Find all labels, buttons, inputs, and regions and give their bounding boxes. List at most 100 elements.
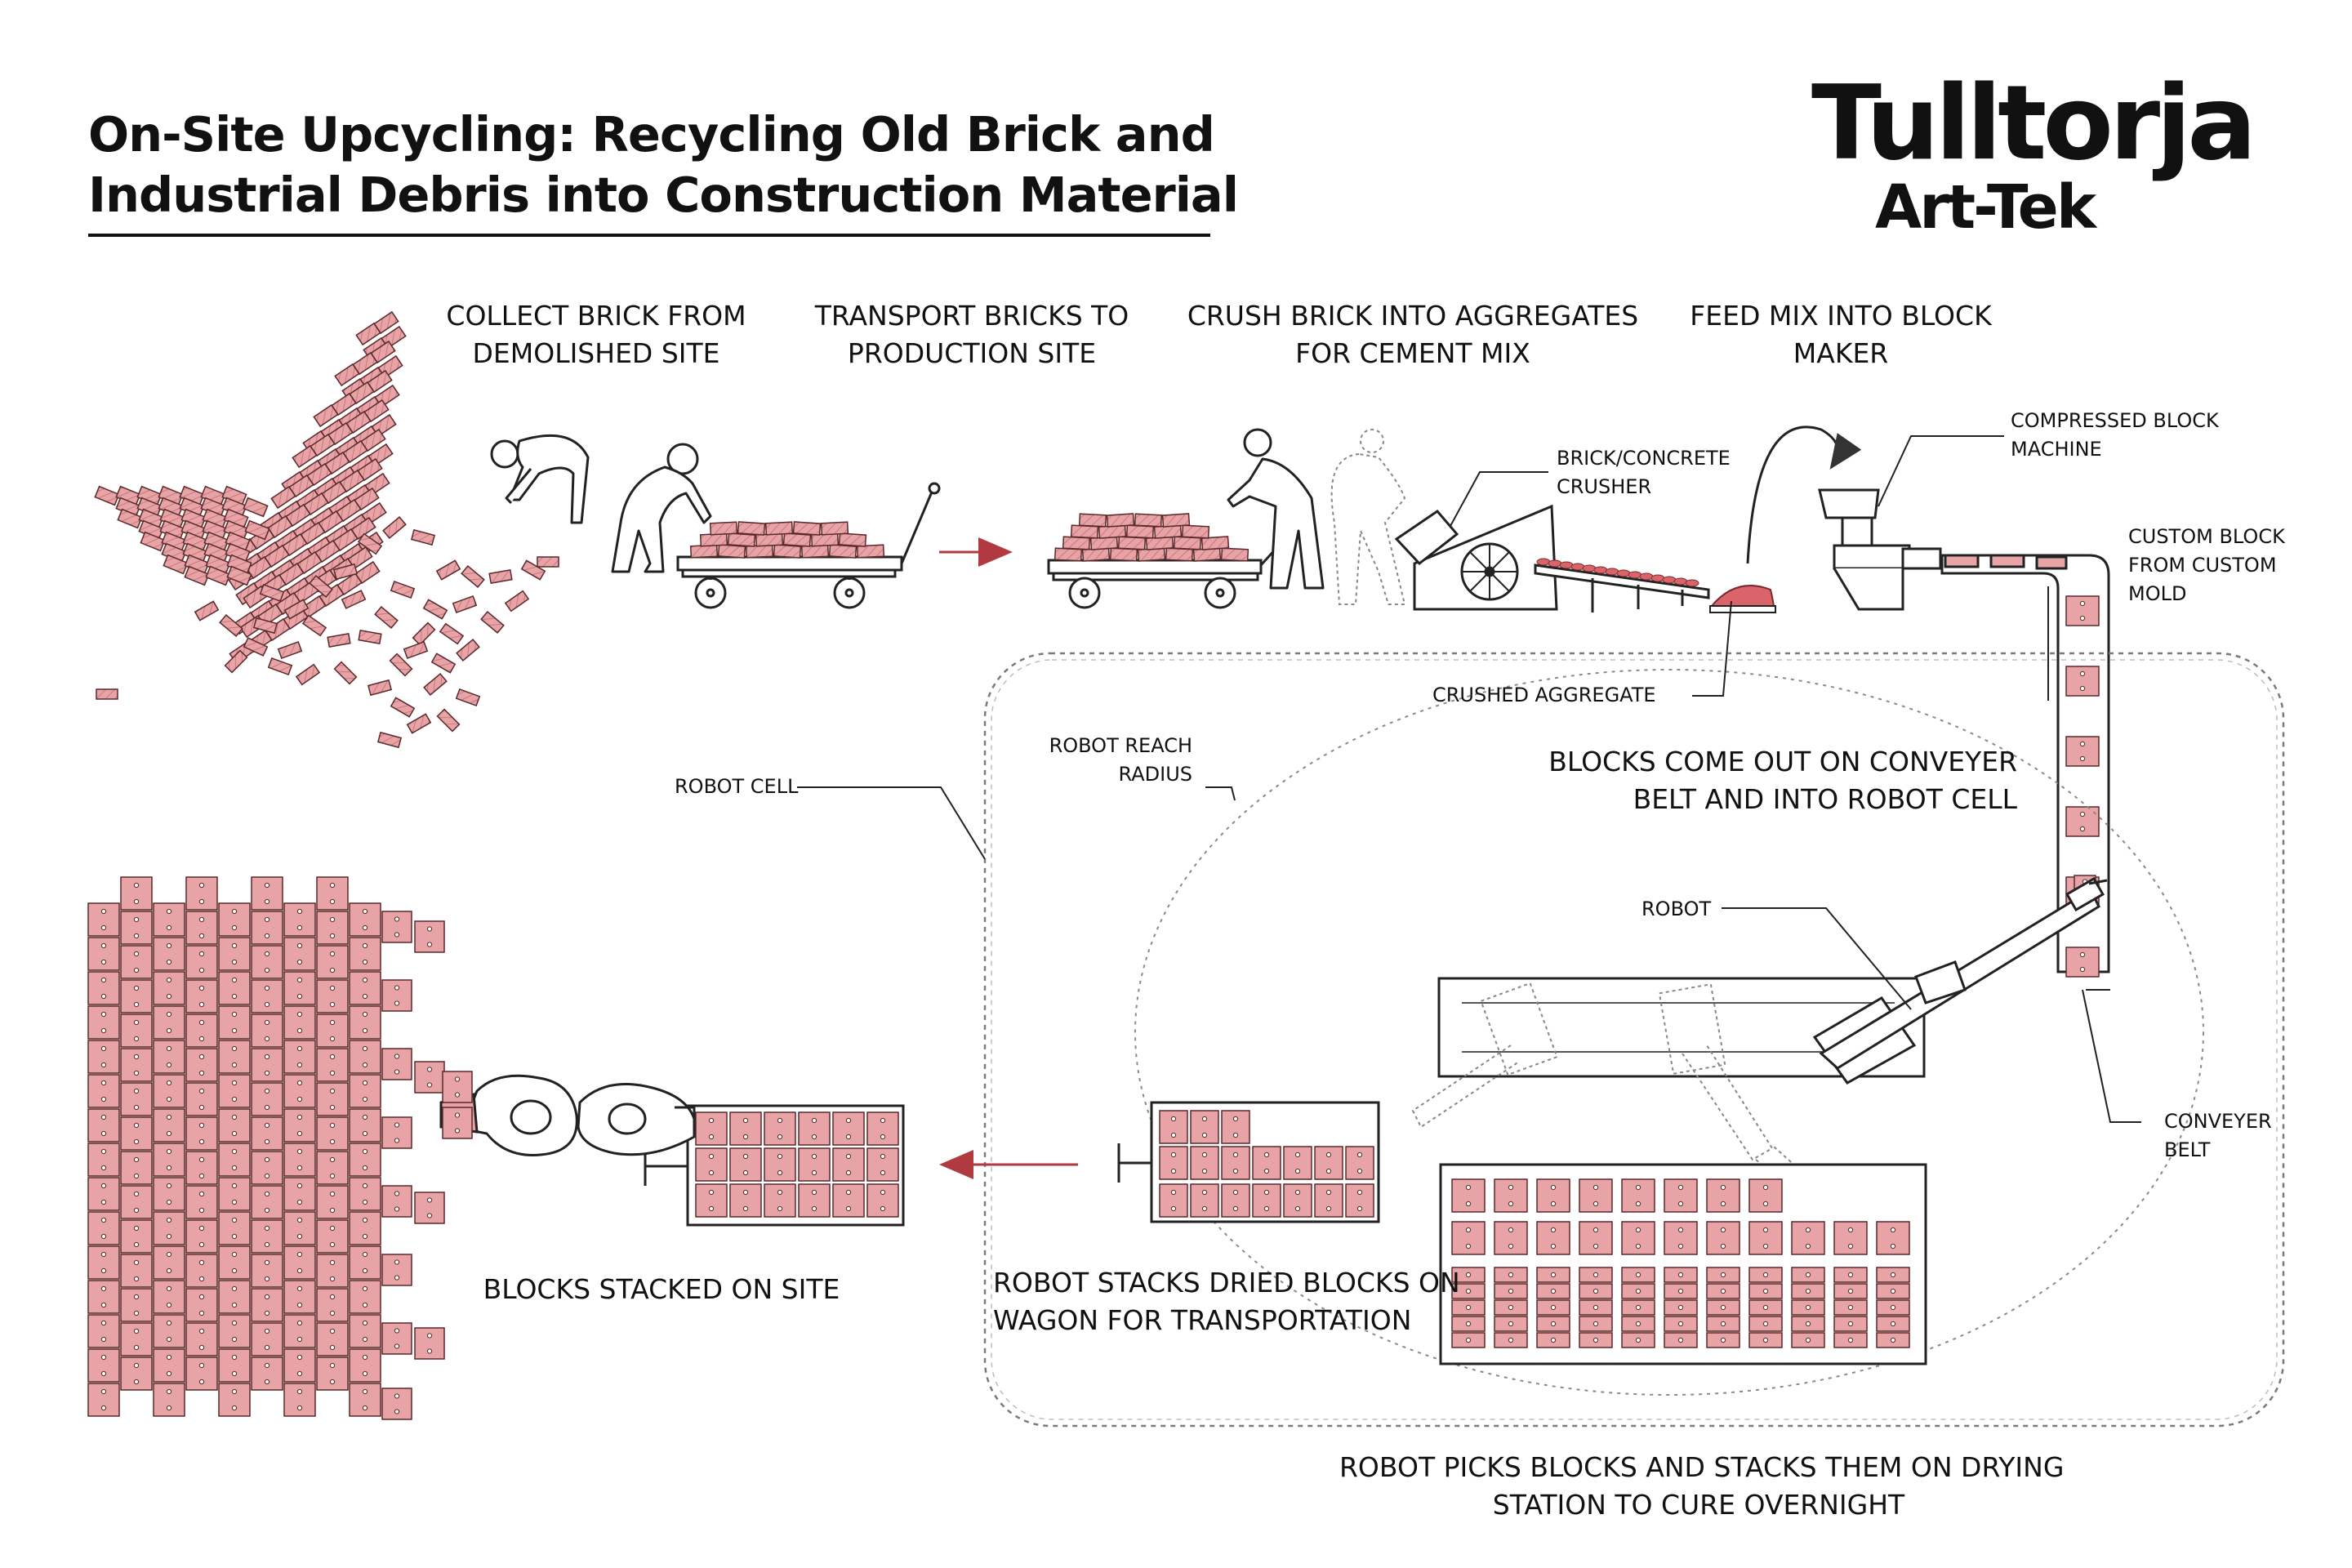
block-hole (100, 1354, 107, 1361)
callout-custom-block-line-3: MOLD (2128, 582, 2187, 605)
block (316, 876, 349, 911)
block-hole (880, 1134, 886, 1140)
block-hole (133, 916, 140, 923)
block (349, 1074, 381, 1108)
block (1536, 1178, 1570, 1213)
block-hole (1805, 1337, 1811, 1343)
block-hole (1592, 1321, 1599, 1327)
block-hole (1762, 1243, 1769, 1250)
block-hole (329, 1138, 336, 1145)
block (120, 1116, 153, 1151)
block (349, 1005, 381, 1040)
worker-loading-icon (611, 443, 712, 573)
brick (277, 640, 303, 660)
block-hole (329, 1156, 336, 1163)
robot-cell-boundary (983, 652, 2285, 1428)
block-hole (1890, 1321, 1896, 1327)
block-hole (198, 1207, 205, 1214)
brick (461, 564, 485, 589)
block-hole (329, 1054, 336, 1060)
block-hole (1762, 1321, 1769, 1327)
block-hole (1170, 1132, 1177, 1138)
block-hole (1325, 1205, 1332, 1212)
block-hole (1508, 1200, 1514, 1207)
block-hole (394, 932, 400, 938)
block-hole (100, 1370, 107, 1377)
block (87, 1348, 120, 1383)
block (2065, 947, 2100, 978)
block-hole (1356, 1205, 1363, 1212)
block-hole (426, 926, 433, 932)
block (1190, 1146, 1219, 1180)
block-hole (845, 1205, 852, 1212)
block (381, 1254, 412, 1286)
block-hole (296, 959, 303, 965)
block-hole (1201, 1189, 1208, 1196)
block-hole (231, 1011, 238, 1018)
brick (1165, 547, 1194, 562)
block-hole (264, 1138, 270, 1145)
aggregate-chunk (1662, 576, 1677, 584)
block (2065, 666, 2100, 697)
block-hole (394, 1138, 400, 1143)
brick (456, 638, 480, 662)
block-hole (1232, 1205, 1239, 1212)
callout-crushed-aggregate: CRUSHED AGGREGATE (1432, 684, 1656, 706)
block-hole (454, 1092, 461, 1098)
block-hole (133, 1122, 140, 1129)
block-hole (133, 1379, 140, 1385)
block-hole (1232, 1116, 1239, 1122)
block (218, 1108, 251, 1143)
block-hole (296, 1302, 303, 1308)
block-hole (1465, 1184, 1472, 1191)
block-hole (198, 933, 205, 939)
brick (224, 649, 248, 674)
block-hole (100, 1388, 107, 1395)
block-hole (166, 1388, 172, 1395)
block-hole (198, 1019, 205, 1026)
brick (1200, 536, 1230, 550)
brick (117, 508, 143, 529)
block (87, 1245, 120, 1280)
aggregate-chunk (1685, 579, 1699, 587)
aggregate-chunk (1570, 563, 1585, 571)
block (283, 1383, 316, 1417)
block (185, 911, 218, 945)
brick (480, 610, 505, 635)
block (218, 1074, 251, 1108)
block-hole (1635, 1321, 1642, 1327)
block-hole (329, 1019, 336, 1026)
block (832, 1147, 865, 1182)
brick (403, 640, 429, 660)
block-hole (1201, 1116, 1208, 1122)
block-hole (133, 933, 140, 939)
block-hole (166, 1285, 172, 1292)
block-hole (264, 1173, 270, 1179)
brick (376, 731, 403, 749)
cart-bricks-1 (689, 521, 885, 559)
block-hole (362, 1251, 368, 1258)
block-hole (100, 1165, 107, 1171)
block-hole (231, 1114, 238, 1120)
step-stacked-site-label: BLOCKS STACKED ON SITE (483, 1273, 840, 1305)
block-hole (1677, 1227, 1684, 1233)
block (1621, 1178, 1655, 1213)
block-hole (198, 1379, 205, 1385)
block-hole (264, 1310, 270, 1316)
block-hole (362, 1267, 368, 1274)
block (1252, 1146, 1281, 1180)
feed-arc-arrow (1746, 425, 1862, 564)
block-hole (1635, 1288, 1642, 1294)
block (414, 920, 445, 953)
brick (689, 544, 719, 559)
block (414, 1327, 445, 1360)
block (381, 1322, 412, 1355)
block-hole (1508, 1288, 1514, 1294)
block-hole (2079, 951, 2086, 958)
brick (488, 568, 513, 585)
block (1283, 1183, 1312, 1218)
brick (389, 653, 413, 677)
block-hole (811, 1153, 817, 1160)
block-hole (166, 1354, 172, 1361)
block-hole (329, 1173, 336, 1179)
